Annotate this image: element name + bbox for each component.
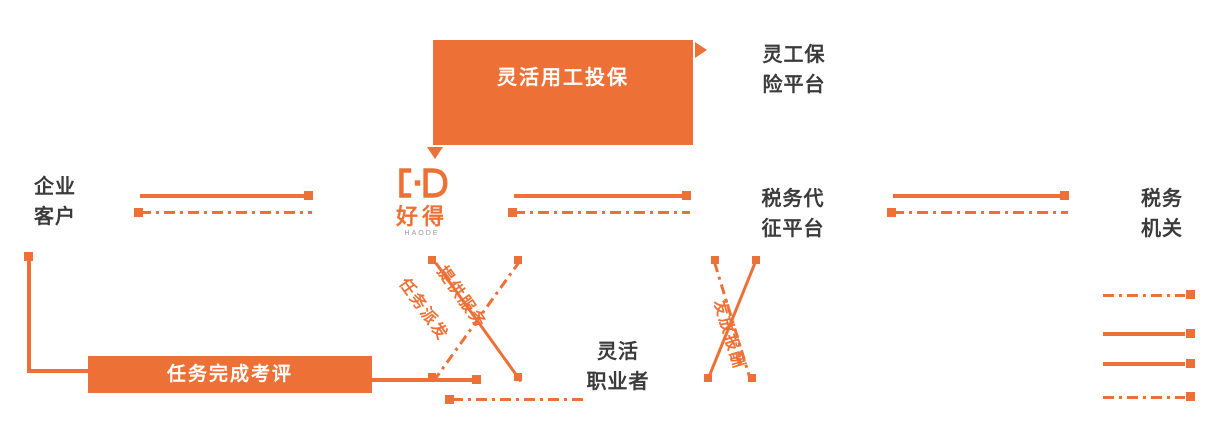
- connector-endpoint: [1186, 290, 1195, 299]
- node-tax-authority-line2: 机关: [1141, 218, 1183, 240]
- connector-endpoint: [24, 252, 33, 261]
- arrow-right-icon: [695, 42, 707, 58]
- node-tax-authority: 税务 机关: [1128, 184, 1196, 244]
- connector-endpoint: [134, 208, 143, 217]
- connector-endpoint: [514, 373, 522, 381]
- connector-platform-taxagency-dash: [514, 211, 690, 214]
- connector-endpoint: [711, 256, 719, 264]
- connector-endpoint: [428, 256, 436, 264]
- node-tax-agency-line1: 税务代: [761, 188, 825, 210]
- insurance-service-box-label: 灵活用工投保: [497, 67, 629, 89]
- node-worker-line1: 灵活: [597, 341, 639, 363]
- insurance-service-box: 灵活用工投保: [433, 40, 693, 145]
- legend-line-solid-1: [1103, 332, 1185, 336]
- connector-endpoint: [304, 191, 313, 200]
- task-eval-box: 任务完成考评: [88, 356, 372, 393]
- node-tax-agency-line2: 征平台: [761, 218, 825, 240]
- node-insurance-line1: 灵工保: [762, 44, 826, 66]
- connector-endpoint: [1186, 329, 1195, 338]
- connector-endpoint: [887, 208, 896, 217]
- connector-endpoint: [704, 374, 712, 382]
- legend-line-solid-2: [1103, 362, 1185, 366]
- node-enterprise-line2: 客户: [34, 206, 76, 228]
- connector-endpoint: [514, 256, 522, 264]
- legend-line-dash-1: [1103, 294, 1185, 297]
- connector-endpoint: [682, 191, 691, 200]
- connector-taxagency-authority-solid: [893, 194, 1068, 198]
- logo-subtext: HAODE: [404, 230, 440, 237]
- connector-endpoint: [1186, 359, 1195, 368]
- node-worker-line2: 职业者: [586, 371, 650, 393]
- connector-endpoint: [1186, 392, 1195, 401]
- logo: 好得 HAODE: [383, 166, 461, 238]
- connector-eval-worker-solid: [372, 378, 474, 382]
- connector-endpoint: [752, 256, 760, 264]
- node-enterprise-line1: 企业: [34, 176, 76, 198]
- connector-endpoint: [508, 208, 517, 217]
- node-insurance-line2: 险平台: [762, 74, 826, 96]
- logo-monogram-icon: [399, 168, 448, 198]
- node-tax-agency: 税务代 征平台: [747, 184, 839, 244]
- connector-taxagency-authority-dash: [893, 211, 1068, 214]
- connector-endpoint: [445, 395, 454, 404]
- connector-endpoint: [1060, 191, 1069, 200]
- legend-line-dash-2: [1103, 396, 1185, 399]
- connector-endpoint: [428, 373, 436, 381]
- connector-enterprise-eval-vertical: [27, 258, 31, 372]
- connector-endpoint: [748, 374, 756, 382]
- connector-enterprise-eval-horizontal: [27, 369, 89, 373]
- node-tax-authority-line1: 税务: [1141, 188, 1183, 210]
- arrow-down-icon: [427, 147, 443, 159]
- connector-endpoint: [472, 375, 481, 384]
- connector-platform-taxagency-solid: [514, 194, 690, 198]
- node-enterprise: 企业 客户: [22, 172, 88, 232]
- node-insurance-platform: 灵工保 险平台: [750, 40, 838, 100]
- connector-enterprise-platform-dash: [140, 211, 312, 214]
- logo-wordmark: 好得: [395, 204, 448, 229]
- connector-enterprise-platform-solid: [140, 194, 312, 198]
- node-worker: 灵活 职业者: [582, 337, 654, 397]
- connector-eval-worker-dash: [452, 398, 586, 401]
- task-eval-box-label: 任务完成考评: [166, 364, 293, 385]
